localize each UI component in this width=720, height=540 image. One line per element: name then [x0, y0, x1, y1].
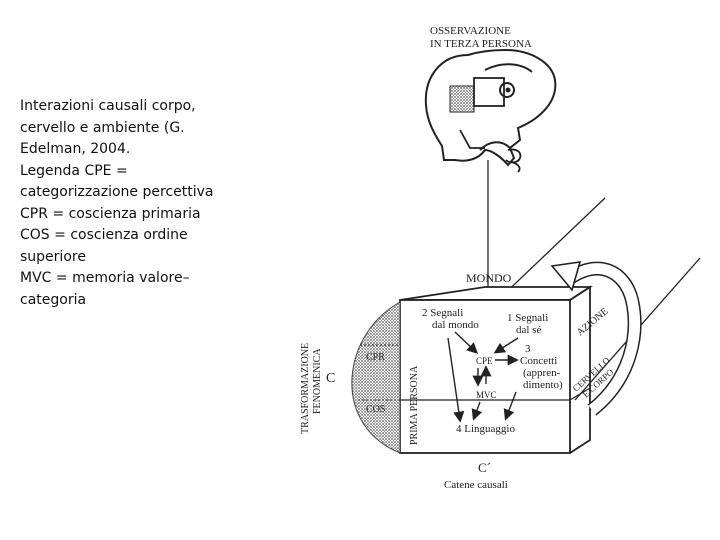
phenomenal-hemisphere [351, 301, 401, 454]
cos-label: COS [366, 404, 385, 415]
caption-line: COS = coscienza ordine [20, 227, 188, 243]
head-icon [424, 48, 557, 167]
cpr-label: CPR [366, 352, 385, 363]
caption-line: cervello e ambiente (G. [20, 119, 185, 136]
edelman-diagram: OSSERVAZIONE IN TERZA PERSONA [280, 0, 720, 540]
action-label: AZIONE [575, 306, 611, 338]
c-mark: C [326, 371, 335, 386]
signals-world-2: dal mondo [432, 319, 479, 331]
concepts-label: Concetti [520, 355, 557, 367]
phenomenal-label-2: FENOMENICA [312, 348, 323, 414]
phenomenal-transformation-label: TRASFORMAZIONE FENOMENICA [300, 343, 323, 434]
observation-label-1: OSSERVAZIONE [430, 25, 511, 37]
caption-line: Edelman, 2004. [20, 141, 131, 157]
caption-line: categoria [20, 291, 87, 308]
action-arrow [550, 261, 642, 416]
caption-line: categorizzazione percettiva [20, 184, 214, 200]
signals-self-2: dal sé [516, 324, 541, 336]
signals-self-1: 1 Segnali [507, 312, 548, 324]
concepts-number: 3 [525, 343, 531, 355]
caption-text: Interazioni causali corpo, cervello e am… [20, 96, 260, 311]
flow-arrows [447, 331, 519, 423]
hand-icon [459, 129, 522, 173]
c-prime-mark: C´ [478, 460, 491, 475]
caption-line: MVC = memoria valore– [20, 270, 190, 286]
concepts-sub-2: dimento) [523, 379, 563, 391]
observation-label-2: IN TERZA PERSONA [430, 38, 532, 50]
caption-line: CPR = coscienza primaria [20, 205, 201, 222]
world-label: MONDO [466, 271, 512, 285]
cpe-label: CPE [476, 356, 493, 366]
eye-icon [449, 77, 515, 113]
causal-chains-label: Catene causali [444, 479, 508, 491]
first-person-label: PRIMA PERSONA [409, 365, 420, 445]
caption-line: Legenda CPE = [20, 162, 128, 179]
caption-line: superiore [20, 248, 86, 265]
phenomenal-label-1: TRASFORMAZIONE [300, 343, 311, 434]
language-label: 4 Linguaggio [456, 423, 515, 435]
signals-world-1: 2 Segnali [422, 307, 463, 319]
caption-line: Interazioni causali corpo, [20, 98, 196, 114]
cube [399, 285, 594, 454]
diagram-svg: OSSERVAZIONE IN TERZA PERSONA [300, 25, 701, 491]
concepts-sub-1: (appren- [523, 367, 561, 379]
mvc-label: MVC [476, 390, 497, 400]
